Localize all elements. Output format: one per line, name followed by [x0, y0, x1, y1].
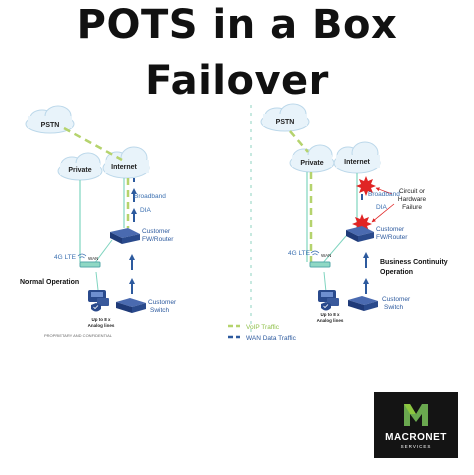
right-switch-icon: [348, 296, 378, 311]
left-switch-label-1: Customer: [148, 299, 177, 306]
right-wan-arrows: [361, 194, 369, 294]
title-line-1: POTS in a Box: [76, 2, 398, 48]
right-mode-label-2: Operation: [380, 269, 413, 276]
macronet-m-icon: [404, 404, 428, 426]
right-mode-label-1: Business Continuity: [380, 259, 448, 266]
macronet-sub: SERVICES: [400, 444, 432, 449]
left-router-icon: [110, 228, 140, 244]
left-voip-path: [63, 126, 130, 228]
right-voip-path: [289, 130, 313, 262]
right-router-icon: [346, 226, 374, 242]
right-diagram: PSTN Private Internet: [260, 103, 448, 323]
left-lines-label-1: Up to 8 x: [91, 317, 110, 322]
left-pstn-cloud: PSTN: [25, 105, 75, 134]
right-shield-icon: [321, 302, 331, 311]
legend: VoIP Traffic WAN Data Traffic: [228, 324, 297, 342]
left-private-cloud: Private: [57, 152, 103, 181]
left-switch-label-2: Switch: [150, 307, 170, 314]
left-wifi-icon: [77, 253, 87, 259]
left-pstn-label: PSTN: [41, 122, 60, 129]
right-private-label: Private: [300, 160, 323, 167]
left-wan-arrows: [129, 178, 137, 294]
left-router-label-2: FW/Router: [142, 236, 174, 243]
left-dia-label: DIA: [140, 207, 152, 214]
right-router-label-2: FW/Router: [376, 234, 408, 241]
right-pstn-cloud: PSTN: [260, 103, 310, 132]
left-phone-icon: [88, 290, 109, 306]
title-line-2: Failover: [145, 58, 329, 104]
right-lines-label-1: Up to 8 x: [320, 312, 339, 317]
right-lines-label-2: Analog lines: [317, 318, 344, 323]
right-broadband-label: Broadband: [368, 191, 400, 198]
left-lte-device: [79, 261, 101, 268]
right-failure-label-3: Failure: [402, 204, 422, 211]
macronet-logo: MACRONET SERVICES: [374, 392, 458, 458]
left-internet-label: Internet: [111, 164, 137, 171]
left-router-label-1: Customer: [142, 228, 171, 235]
macronet-name: MACRONET: [385, 432, 447, 443]
left-broadband-label: Broadband: [134, 193, 166, 200]
right-internet-cloud: Internet: [333, 141, 381, 174]
left-diagram: PSTN Private Internet: [20, 105, 177, 338]
legend-voip-label: VoIP Traffic: [246, 324, 280, 331]
right-wan-label: WAN: [321, 253, 331, 258]
right-failure-label-2: Hardware: [398, 196, 427, 203]
right-router-label-1: Customer: [376, 226, 405, 233]
right-lte-device: [309, 261, 331, 268]
right-pstn-label: PSTN: [276, 119, 295, 126]
left-private-label: Private: [68, 167, 91, 174]
right-private-cloud: Private: [289, 144, 335, 173]
right-switch-label-1: Customer: [382, 296, 411, 303]
left-internet-cloud: Internet: [102, 146, 150, 179]
right-wifi-icon: [310, 250, 320, 256]
right-failure-label-1: Circuit or: [399, 188, 426, 195]
right-dia-label: DIA: [376, 204, 388, 211]
right-failure-burst-top: [356, 176, 376, 196]
left-switch-icon: [116, 298, 146, 313]
legend-wan-label: WAN Data Traffic: [246, 335, 297, 342]
right-switch-label-2: Switch: [384, 304, 404, 311]
left-mode-label: Normal Operation: [20, 279, 79, 286]
left-wan-label: WAN: [88, 256, 98, 261]
left-shield-icon: [91, 303, 101, 312]
left-lte-label: 4G LTE: [54, 254, 77, 261]
left-footer: PROPRIETARY AND CONFIDENTIAL: [44, 333, 113, 338]
right-internet-label: Internet: [344, 159, 370, 166]
left-lines-label-2: Analog lines: [88, 323, 115, 328]
right-lte-label: 4G LTE: [288, 250, 311, 257]
